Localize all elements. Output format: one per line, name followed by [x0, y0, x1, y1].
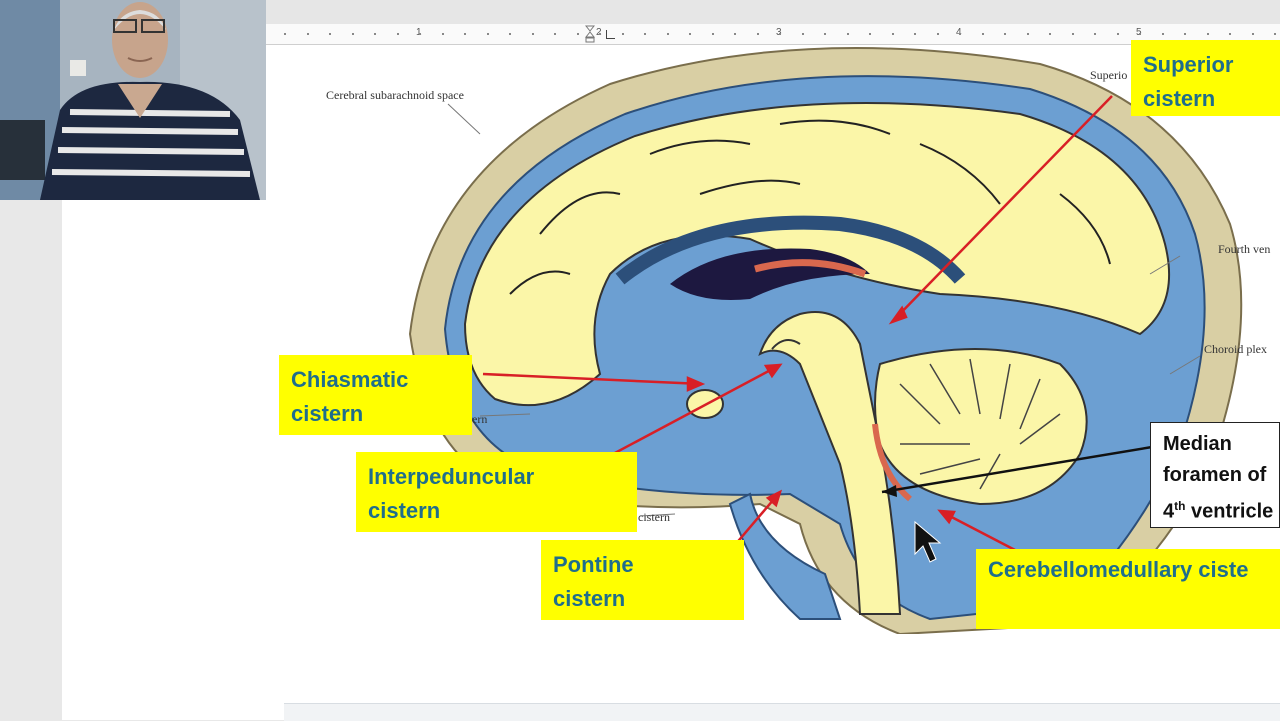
ruler-tick	[599, 33, 601, 35]
ruler-number: 5	[1136, 27, 1142, 38]
tab-stop-icon[interactable]	[606, 30, 615, 39]
ruler-tick	[486, 33, 489, 35]
callout-pontine-cistern: Pontine cistern	[541, 540, 744, 620]
ruler-tick	[374, 33, 376, 35]
ruler-number: 2	[596, 27, 602, 38]
callout-text: Cerebellomedullary ciste	[988, 557, 1249, 582]
ruler-tick	[936, 33, 939, 35]
ruler-tick	[689, 33, 691, 35]
callout-interpeduncular-cistern: Interpeduncular cistern	[356, 452, 637, 532]
ruler-tick	[576, 33, 579, 35]
median-box-suffix: ventricle	[1185, 500, 1274, 523]
ruler-tick	[531, 33, 534, 35]
callout-text: Pontine	[553, 552, 634, 577]
callout-text: Interpeduncular	[368, 464, 535, 489]
ruler-tick	[284, 33, 286, 35]
ruler-tick	[554, 33, 556, 35]
callout-text: cistern	[368, 498, 441, 523]
ruler-tick	[1116, 33, 1119, 35]
ruler-tick	[644, 33, 646, 35]
ruler-tick	[1274, 33, 1276, 35]
ruler-tick	[621, 33, 624, 35]
ruler-number: 3	[776, 27, 782, 38]
ruler-number: 4	[956, 27, 962, 38]
ruler-tick	[914, 33, 916, 35]
ruler-tick	[711, 33, 714, 35]
ruler-tick	[1251, 33, 1254, 35]
ruler-tick	[464, 33, 466, 35]
ruler-tick	[756, 33, 759, 35]
ruler-tick	[779, 33, 781, 35]
toolbar-strip	[266, 0, 1280, 24]
ruler-tick	[959, 33, 961, 35]
ruler-tick	[509, 33, 511, 35]
ruler-tick	[666, 33, 669, 35]
label-cistern: cistern	[638, 510, 670, 524]
ruler-tick	[306, 33, 309, 35]
presenter-image	[0, 0, 266, 200]
callout-text: cistern	[553, 586, 626, 611]
label-fourth-ventricle: Fourth ven	[1218, 242, 1271, 256]
ruler-tick	[1004, 33, 1006, 35]
ruler-tick	[1229, 33, 1231, 35]
ruler-tick	[1094, 33, 1096, 35]
ruler-tick	[1139, 33, 1141, 35]
brain-midsagittal-drawing	[408, 47, 1243, 636]
ruler-tick	[419, 33, 421, 35]
callout-cerebellomedullary-cistern: Cerebellomedullary ciste	[976, 549, 1280, 629]
ruler-number: 1	[416, 27, 422, 38]
callout-chiasmatic-cistern: Chiasmatic cistern	[279, 355, 472, 435]
webcam-video	[0, 0, 266, 200]
ruler-tick	[351, 33, 354, 35]
median-box-text: Median	[1163, 433, 1232, 455]
ruler-tick	[846, 33, 849, 35]
label-superio: Superio	[1090, 68, 1128, 82]
ruler-tick	[1049, 33, 1051, 35]
ruler-tick	[891, 33, 894, 35]
ruler-tick	[801, 33, 804, 35]
ruler-tick	[1206, 33, 1209, 35]
label-ern: ern	[472, 412, 488, 426]
callout-text: cistern	[291, 401, 364, 426]
median-box-superscript: th	[1174, 499, 1186, 513]
ruler-tick	[329, 33, 331, 35]
ruler-tick	[1026, 33, 1029, 35]
label-cerebral-subarachnoid-space: Cerebral subarachnoid space	[326, 88, 464, 102]
ruler-tick	[1071, 33, 1074, 35]
mouse-cursor-icon	[914, 520, 942, 563]
callout-text: cistern	[1143, 86, 1216, 111]
callout-superior-cistern: Superior cistern	[1131, 40, 1280, 116]
horizontal-ruler[interactable]: 1 2 3 4 5	[266, 24, 1280, 45]
ruler-tick	[734, 33, 736, 35]
next-page-edge	[284, 703, 1280, 721]
label-choroid-plexus: Choroid plex	[1204, 342, 1267, 356]
ruler-tick	[396, 33, 399, 35]
indent-marker-icon[interactable]	[585, 25, 595, 43]
ruler-tick	[824, 33, 826, 35]
median-box-text: foramen of	[1163, 464, 1267, 486]
ruler-tick	[981, 33, 984, 35]
ruler-tick	[441, 33, 444, 35]
ruler-tick	[1184, 33, 1186, 35]
callout-text: Superior	[1143, 52, 1234, 77]
ruler-tick	[869, 33, 871, 35]
median-box-text: 4th ventricle	[1163, 491, 1273, 527]
brain-illustration: Cerebral subarachnoid space Superio Four…	[280, 44, 1280, 636]
ruler-tick	[1161, 33, 1164, 35]
callout-median-foramen: Median foramen of 4th ventricle	[1150, 422, 1280, 528]
callout-text: Chiasmatic	[291, 367, 409, 392]
median-box-number: 4	[1163, 500, 1175, 523]
